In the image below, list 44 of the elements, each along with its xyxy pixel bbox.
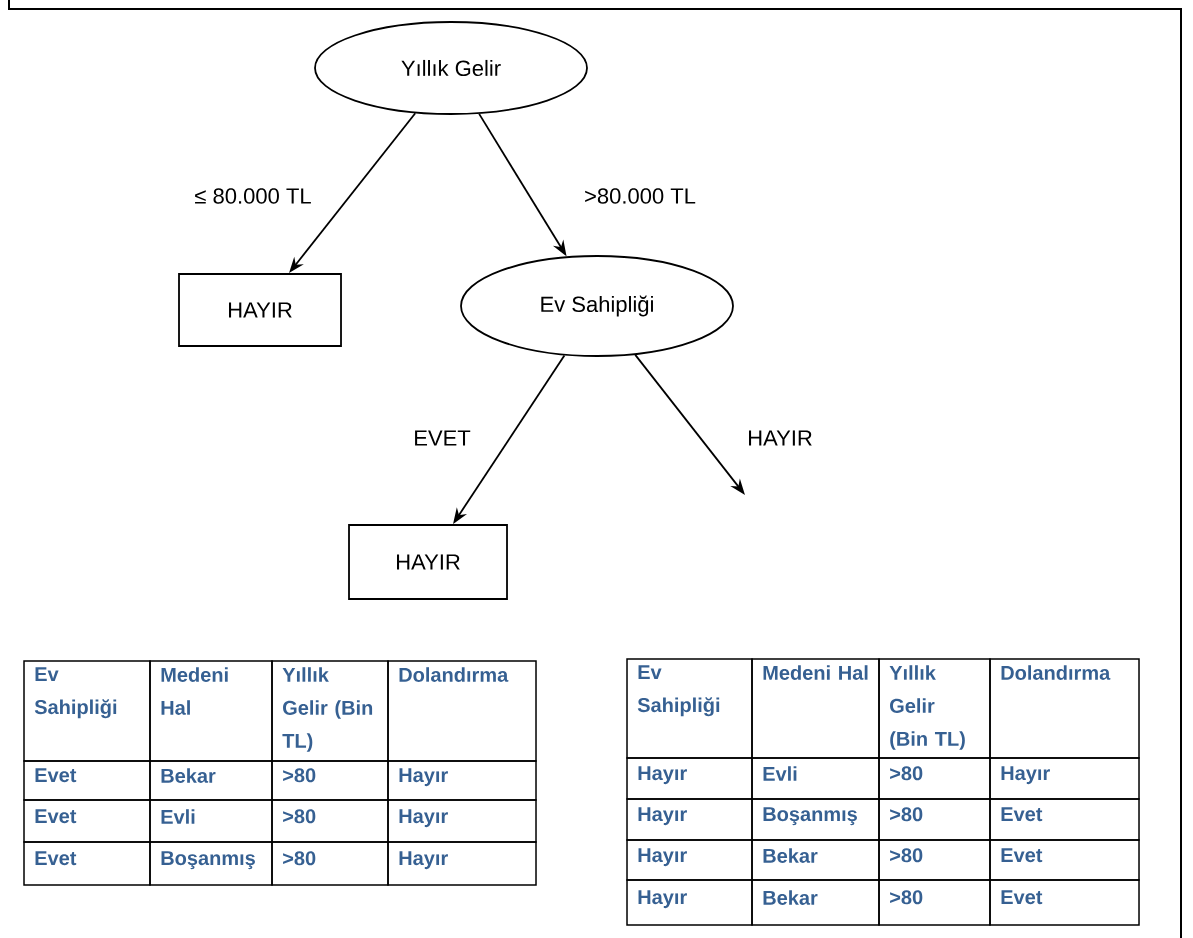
ellipse-node: Yıllık Gelir xyxy=(314,21,588,115)
table-cell: Hayır xyxy=(387,799,537,843)
table-cell: Dolandırma xyxy=(989,658,1140,759)
table-cell: Hayır xyxy=(387,760,537,801)
table-cell: Boşanmış xyxy=(751,798,880,841)
table-cell: Medeni Hal xyxy=(149,660,273,762)
table-cell: >80 xyxy=(878,879,991,926)
ellipse-node: Ev Sahipliği xyxy=(460,255,734,357)
leaf-box: HAYIR xyxy=(348,524,508,600)
table-cell: Evli xyxy=(149,799,273,843)
table-cell: >80 xyxy=(878,798,991,841)
table-cell: Hayır xyxy=(626,879,753,926)
edge-label: HAYIR xyxy=(745,428,815,448)
table-cell: Yıllık Gelir (Bin TL) xyxy=(271,660,389,762)
table-cell: Ev Sahipliği xyxy=(23,660,151,762)
table-cell: Ev Sahipliği xyxy=(626,658,753,759)
table-cell: >80 xyxy=(271,760,389,801)
table-cell: Hayır xyxy=(626,757,753,800)
table-cell: Evet xyxy=(989,839,1140,881)
table-cell: Hayır xyxy=(626,798,753,841)
table-cell: >80 xyxy=(878,839,991,881)
table-cell: Boşanmış xyxy=(149,841,273,886)
table-cell: >80 xyxy=(878,757,991,800)
table-cell: Bekar xyxy=(751,839,880,881)
table-cell: Hayır xyxy=(626,839,753,881)
table-cell: Evli xyxy=(751,757,880,800)
table-cell: Yıllık Gelir (Bin TL) xyxy=(878,658,991,759)
table-cell: Bekar xyxy=(149,760,273,801)
table-cell: Hayır xyxy=(387,841,537,886)
leaf-box: HAYIR xyxy=(178,273,342,347)
table-cell: Evet xyxy=(23,841,151,886)
table-cell: Dolandırma xyxy=(387,660,537,762)
table-cell: Bekar xyxy=(751,879,880,926)
edge-label: ≤ 80.000 TL xyxy=(192,186,314,206)
table-cell: Evet xyxy=(23,799,151,843)
edge-label: >80.000 TL xyxy=(582,186,698,206)
table-cell: Hayır xyxy=(989,757,1140,800)
table-cell: Evet xyxy=(23,760,151,801)
table-cell: >80 xyxy=(271,841,389,886)
table-cell: Medeni Hal xyxy=(751,658,880,759)
table-cell: Evet xyxy=(989,798,1140,841)
edge-label: EVET xyxy=(411,428,473,448)
table-cell: >80 xyxy=(271,799,389,843)
table-cell: Evet xyxy=(989,879,1140,926)
